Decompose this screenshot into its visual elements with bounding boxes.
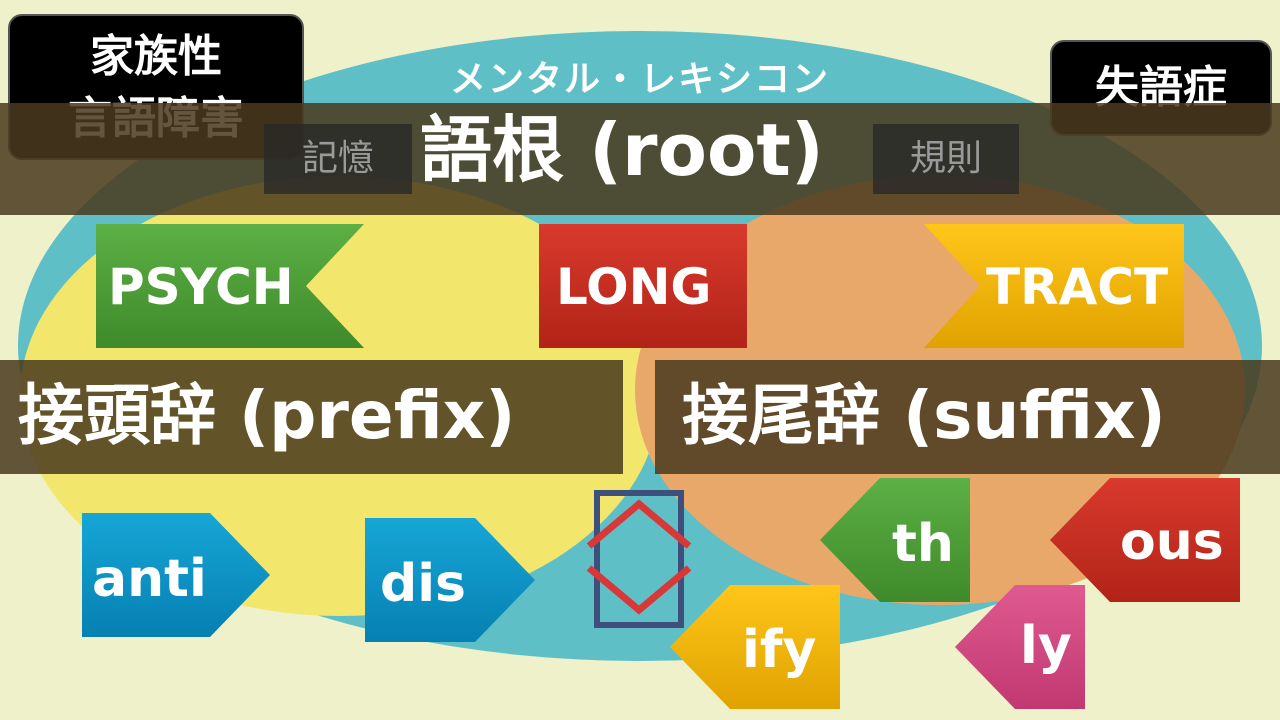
prefix-label: 接頭辞 (prefix) [18,377,516,454]
psych-tag-shape [96,224,364,348]
diagram-title: メンタル・レキシコン [449,59,830,100]
prefix-band [0,360,623,474]
prefix-tag-anti: anti [92,549,207,609]
root-tag-psych: PSYCH [108,258,294,316]
suffix-label: 接尾辞 (suffix) [682,377,1166,454]
ly-tag-shape [955,585,1085,709]
dis-tag-shape [365,518,535,642]
ous-tag-shape [1050,478,1240,602]
suffix-tag-th: th [892,514,954,574]
suffix-tag-ous: ous [1120,512,1224,572]
memory-note: 記憶 [264,124,412,194]
suffix-tag-ly: ly [1020,616,1072,676]
prefix-tag-dis: dis [380,554,466,614]
anti-tag-shape [82,513,270,637]
rule-note: 規則 [873,124,1019,194]
root-tag-tract: TRACT [986,258,1169,316]
th-tag-shape [820,478,970,602]
corner-left-line-1: 家族性 [90,31,222,82]
suffix-tag-ify: ify [742,620,817,680]
ify-tag-shape [670,585,840,709]
tract-tag-shape [924,224,1184,348]
root-band [0,103,1280,215]
swap-diamond-icon [586,490,692,628]
long-tag-shape [539,224,747,348]
suffix-band [655,360,1280,474]
root-tag-long: LONG [556,258,712,316]
root-label: 語根 (root) [420,108,824,192]
